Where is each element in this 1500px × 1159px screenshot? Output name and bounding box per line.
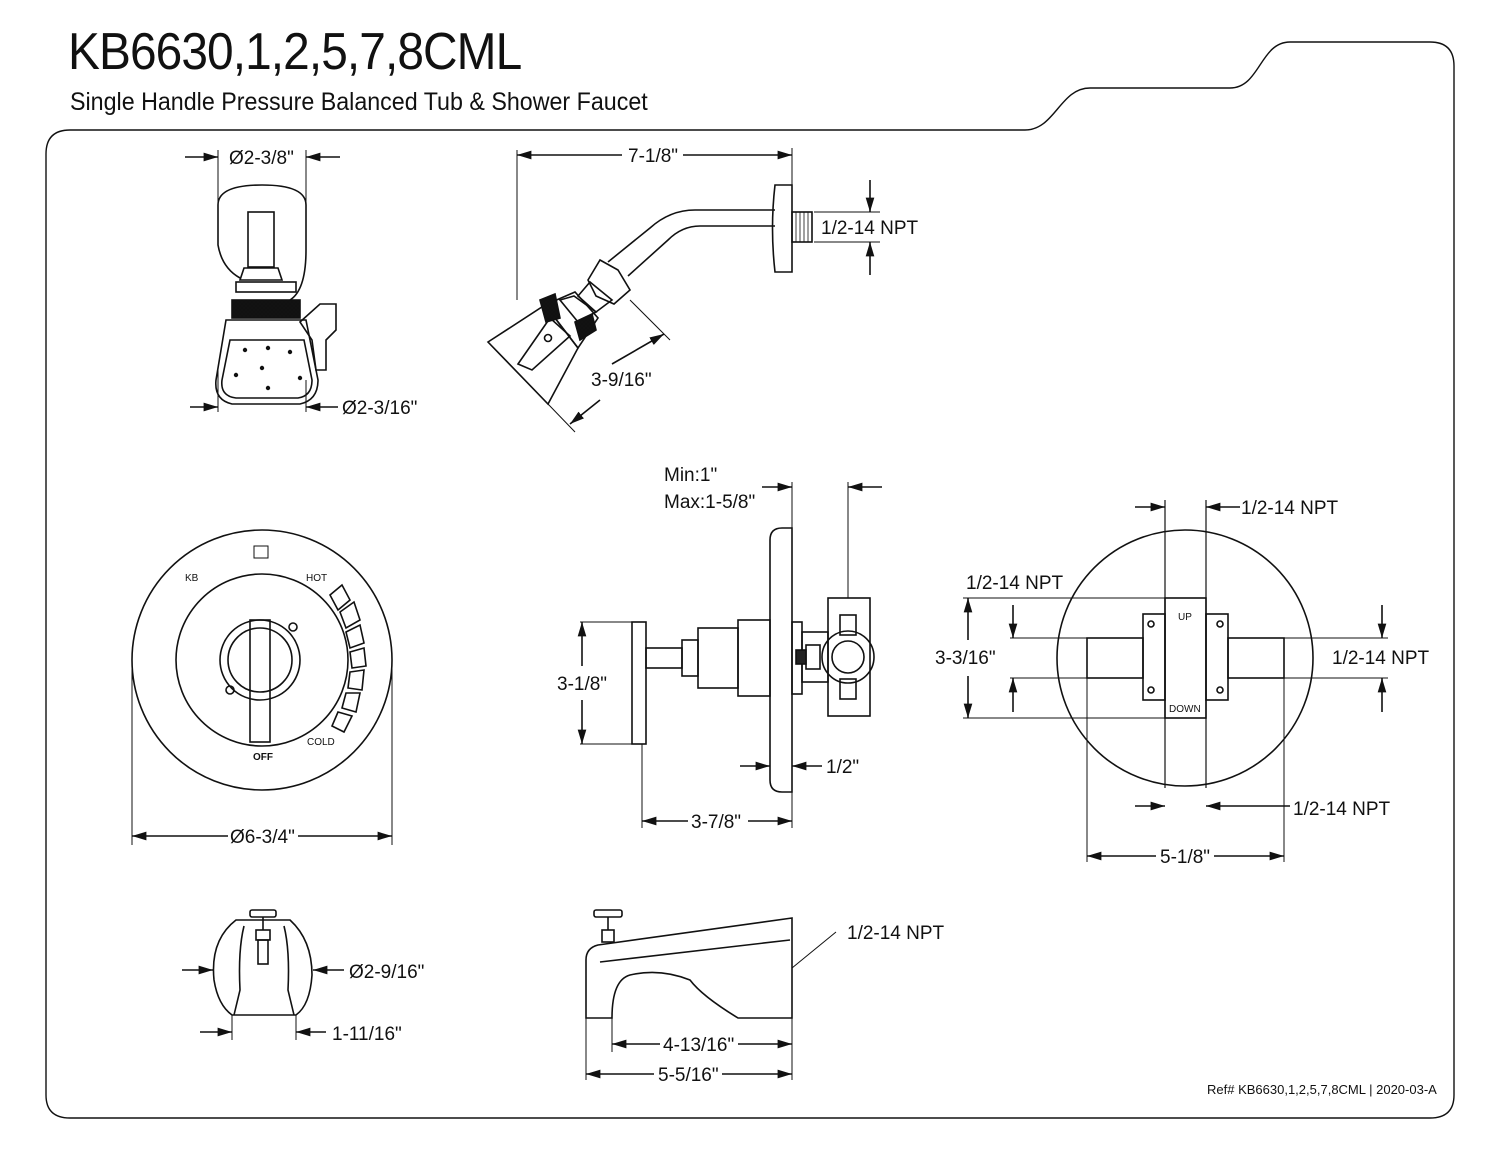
valve-handle-height-dim: 3-1/8" [557, 674, 607, 695]
showerhead-front-view [185, 150, 340, 412]
spout-inner-length-dim: 4-13/16" [663, 1035, 734, 1056]
spout-outer-length-dim: 5-5/16" [658, 1065, 719, 1086]
valve-rough-back-view [963, 500, 1388, 862]
back-bottom-npt: 1/2-14 NPT [1293, 799, 1391, 820]
page-title: KB6630,1,2,5,7,8CML [68, 23, 522, 81]
valve-side-view [577, 482, 882, 828]
back-right-npt: 1/2-14 NPT [1332, 648, 1430, 669]
showerhead-npt-dim: 1/2-14 NPT [821, 218, 919, 239]
spout-diameter-dim: Ø2-9/16" [349, 962, 424, 983]
tub-spout-side-view [585, 909, 837, 1080]
tub-spout-front-view [182, 909, 344, 1040]
back-width-dim: 5-1/8" [1160, 847, 1210, 868]
reference-number: Ref# KB6630,1,2,5,7,8CML | 2020-03-A [1207, 1082, 1437, 1097]
showerhead-side-view [486, 148, 880, 433]
down-label: DOWN [1169, 704, 1201, 715]
brand-label: KB [185, 573, 199, 584]
valve-max-depth: Max:1-5/8" [664, 492, 755, 513]
off-label: OFF [253, 752, 273, 763]
spout-depth-dim: 1-11/16" [332, 1024, 402, 1045]
cold-label: COLD [307, 737, 335, 748]
trim-diameter-dim: Ø6-3/4" [230, 827, 295, 848]
hot-label: HOT [306, 573, 327, 584]
up-label: UP [1178, 612, 1192, 623]
showerhead-length-dim: 3-9/16" [591, 370, 652, 391]
showerhead-bottom-dim: Ø2-3/16" [342, 398, 417, 419]
valve-plate-dim: 1/2" [826, 757, 859, 778]
showerhead-top-dim: Ø2-3/8" [229, 148, 294, 169]
valve-trim-front-view [131, 529, 393, 845]
back-left-npt: 1/2-14 NPT [966, 573, 1064, 594]
back-top-npt: 1/2-14 NPT [1241, 498, 1339, 519]
page-subtitle: Single Handle Pressure Balanced Tub & Sh… [70, 88, 648, 116]
valve-min-depth: Min:1" [664, 465, 717, 486]
valve-projection-dim: 3-7/8" [691, 812, 741, 833]
back-height-dim: 3-3/16" [935, 648, 996, 669]
showerhead-arm-dim: 7-1/8" [628, 146, 678, 167]
spout-npt-dim: 1/2-14 NPT [847, 923, 945, 944]
drawing-frame [45, 41, 1455, 1119]
